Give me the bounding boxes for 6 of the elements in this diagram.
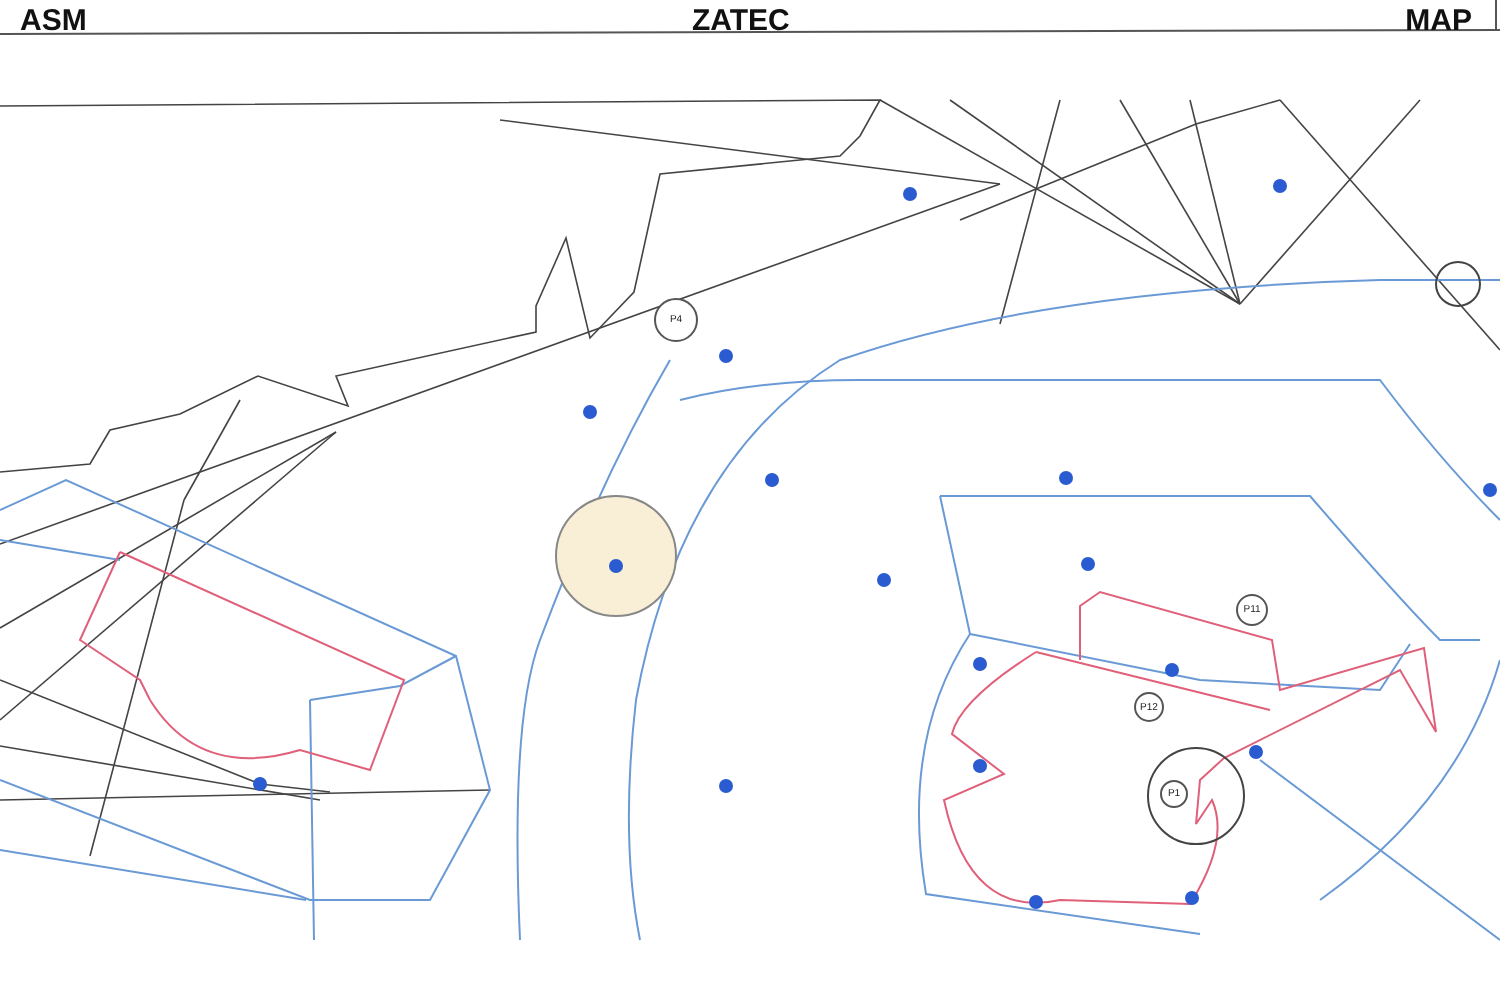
header-title: ASM (20, 4, 87, 38)
circle-marker (654, 298, 698, 342)
circle-marker (1134, 692, 1164, 722)
circle-marker (1236, 594, 1268, 626)
circle-marker (1160, 780, 1188, 808)
header-title: ZATEC (692, 4, 790, 38)
